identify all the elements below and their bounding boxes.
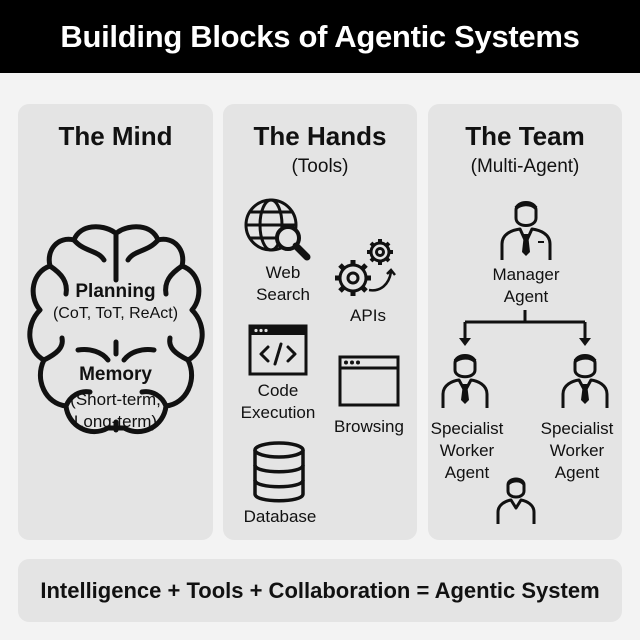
panel-the-team: The Team (Multi-Agent) Manager Agent	[428, 104, 622, 540]
panel-subtitle-team: (Multi-Agent)	[470, 156, 580, 177]
browser-window-icon	[338, 355, 400, 407]
hierarchy-connector	[459, 310, 591, 346]
worker-agent-2-line3: Agent	[554, 463, 600, 482]
panel-title-team: The Team	[465, 121, 585, 151]
panel-subtitle-hands: (Tools)	[291, 156, 349, 177]
worker-agent-1-line2: Worker	[439, 441, 495, 460]
database-icon	[253, 441, 305, 503]
panel-title-mind: The Mind	[58, 121, 173, 151]
tool-code-execution-line1: Code	[257, 381, 299, 400]
worker-person-icon	[441, 354, 489, 408]
tool-web-search-line1: Web	[265, 263, 301, 282]
planning-detail: (CoT, ToT, ReAct)	[52, 305, 179, 322]
memory-label: Memory	[79, 364, 152, 385]
panel-the-hands: The Hands (Tools) Web Search	[223, 104, 417, 540]
manager-agent-line2: Agent	[503, 287, 549, 306]
worker-agent-1-line3: Agent	[444, 463, 490, 482]
panel-title-hands: The Hands	[253, 121, 387, 151]
tool-web-search-line2: Search	[256, 285, 310, 304]
memory-detail-line1: (Short-term,	[70, 390, 161, 409]
worker-person-icon	[561, 354, 609, 408]
worker-agent-2-line2: Worker	[549, 441, 605, 460]
tool-apis-label: APIs	[350, 306, 386, 325]
brain-icon	[27, 224, 205, 435]
code-window-icon	[248, 324, 308, 376]
manager-person-icon	[500, 201, 552, 260]
memory-detail-line2: Long-term)	[73, 412, 158, 431]
gears-icon	[335, 239, 396, 296]
panel-the-mind: The Mind Planning (CoT, ToT, ReAct)	[18, 104, 213, 540]
person-icon	[496, 477, 536, 524]
tool-database-label: Database	[243, 507, 317, 526]
summary-equation: Intelligence + Tools + Collaboration = A…	[18, 559, 622, 622]
page-title: Building Blocks of Agentic Systems	[0, 0, 640, 73]
tool-code-execution-line2: Execution	[240, 403, 316, 422]
worker-agent-2-line1: Specialist	[540, 419, 614, 438]
planning-label: Planning	[75, 281, 156, 302]
manager-agent-line1: Manager	[492, 265, 560, 284]
tool-browsing-label: Browsing	[334, 417, 404, 436]
worker-agent-1-line1: Specialist	[430, 419, 504, 438]
globe-search-icon	[244, 198, 311, 261]
